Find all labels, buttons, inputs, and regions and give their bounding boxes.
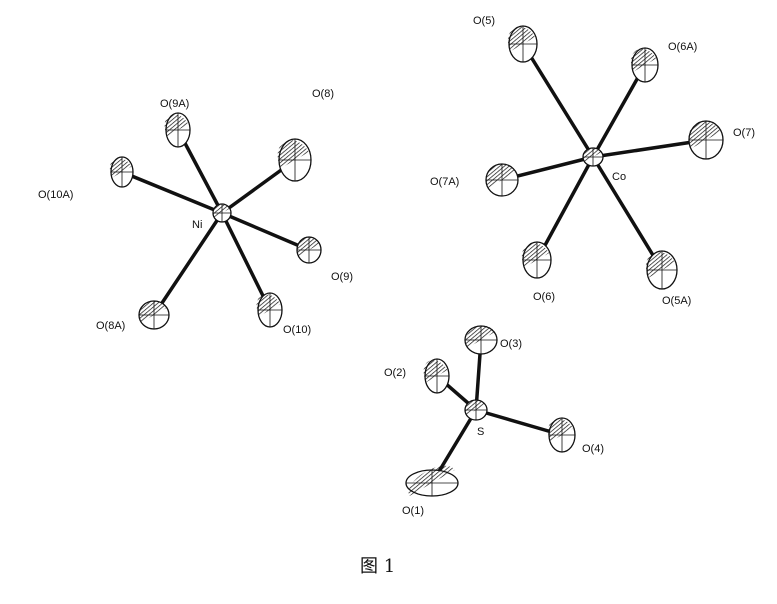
atom-label-o5a: O(5A) xyxy=(662,295,691,307)
atom-o9 xyxy=(296,236,322,264)
atom-o5 xyxy=(507,25,538,63)
atom-o1 xyxy=(405,465,459,497)
atom-label-o3: O(3) xyxy=(500,338,522,350)
atom-co xyxy=(582,147,604,167)
atom-label-o4: O(4) xyxy=(582,443,604,455)
atom-label-o7: O(7) xyxy=(733,127,755,139)
bond-s-o4 xyxy=(474,408,564,437)
atom-o8a xyxy=(138,300,170,330)
atom-label-o8a: O(8A) xyxy=(96,320,125,332)
atom-label-o2: O(2) xyxy=(384,367,406,379)
atom-label-o8: O(8) xyxy=(312,88,334,100)
atom-label-ni: Ni xyxy=(192,219,202,231)
figure-caption: 图 1 xyxy=(360,556,396,577)
atom-o8 xyxy=(277,138,312,182)
atom-label-co: Co xyxy=(612,171,626,183)
atom-o10a xyxy=(109,156,134,188)
bond-ni-o10a xyxy=(120,170,224,215)
atom-o3 xyxy=(464,325,498,355)
atom-o9a xyxy=(164,112,191,148)
bond-ni-o10 xyxy=(220,211,272,312)
bond-co-o6 xyxy=(535,155,595,262)
atom-o10 xyxy=(256,292,283,328)
atom-label-o5: O(5) xyxy=(473,15,495,27)
atom-o7a xyxy=(485,163,519,197)
atom-s xyxy=(464,399,488,421)
atom-label-o6: O(6) xyxy=(533,291,555,303)
atom-o2 xyxy=(423,358,450,394)
atom-o5a xyxy=(645,250,678,290)
bond-co-o6a xyxy=(591,63,647,159)
bond-co-o7 xyxy=(591,138,708,159)
bond-co-o5 xyxy=(521,42,595,159)
atom-label-o1: O(1) xyxy=(402,505,424,517)
atom-label-o7a: O(7A) xyxy=(430,176,459,188)
bond-ni-o8a xyxy=(152,211,224,317)
bond-co-o5a xyxy=(591,155,664,272)
atom-o7 xyxy=(688,120,724,160)
atom-label-s: S xyxy=(477,426,484,438)
atom-label-o10a: O(10A) xyxy=(38,189,73,201)
atom-o6a xyxy=(630,47,659,83)
atom-label-o10: O(10) xyxy=(283,324,311,336)
atom-o4 xyxy=(547,417,576,453)
atom-label-o6a: O(6A) xyxy=(668,41,697,53)
atom-ni xyxy=(212,203,232,223)
atom-o6 xyxy=(521,241,552,279)
atom-label-o9: O(9) xyxy=(331,271,353,283)
bond-ni-o9 xyxy=(220,211,311,252)
atom-label-o9a: O(9A) xyxy=(160,98,189,110)
